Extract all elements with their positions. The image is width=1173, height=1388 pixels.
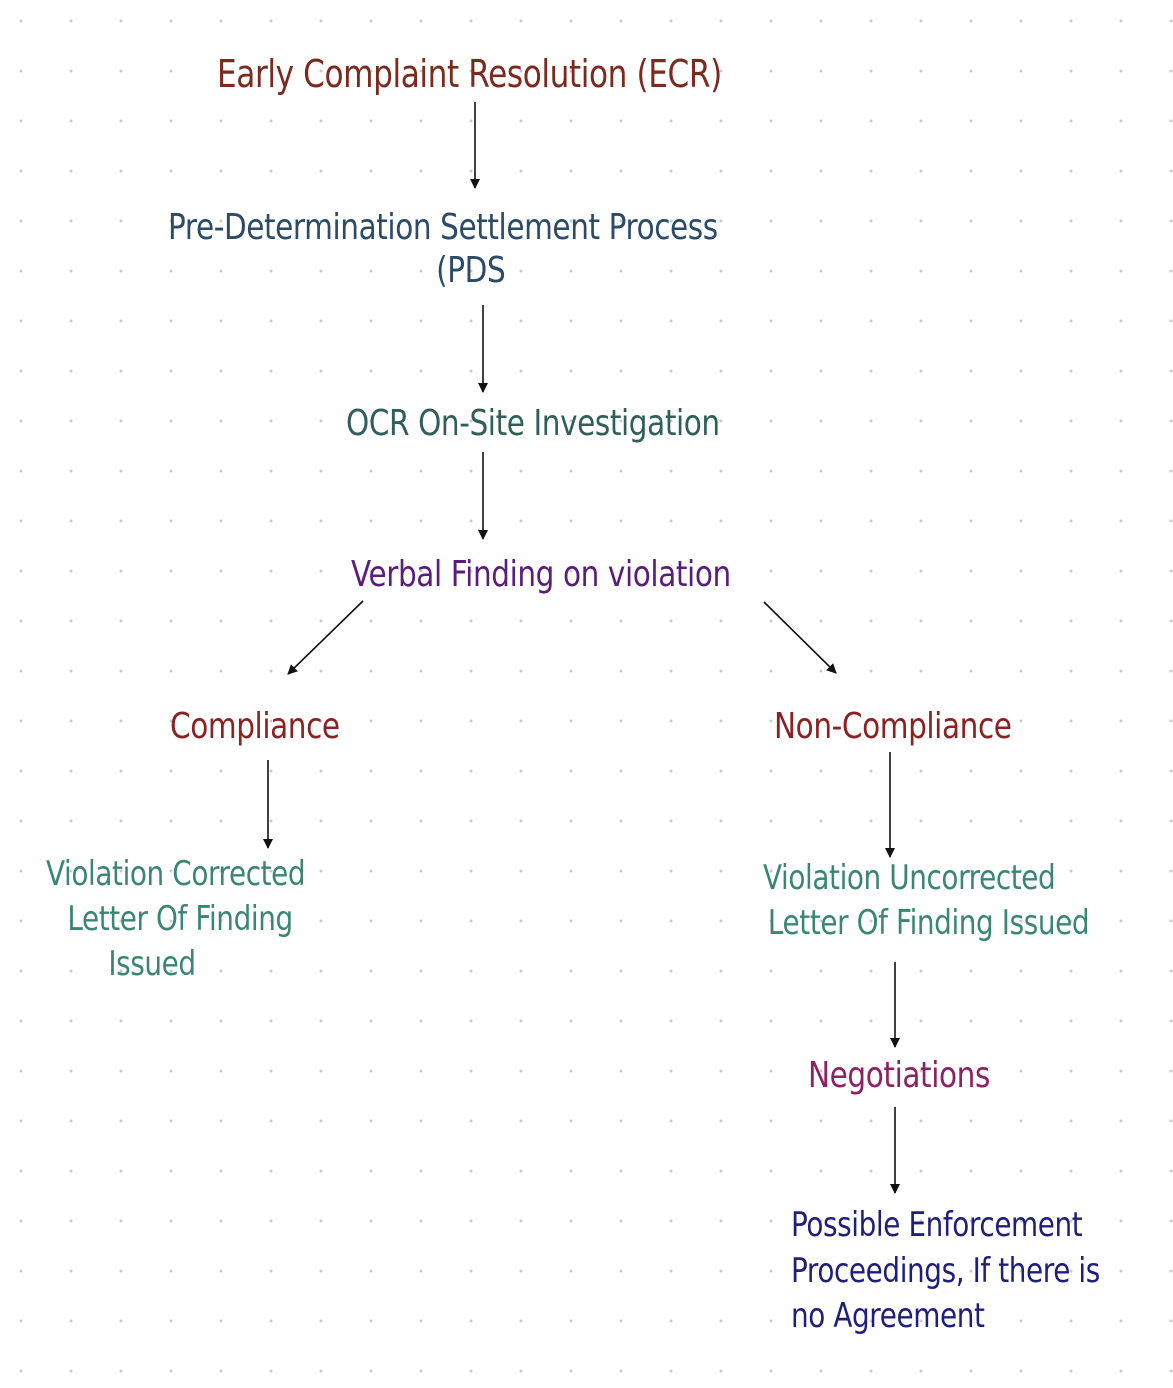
node-pds-line-2: (PDS: [436, 250, 506, 292]
node-pre-determination-settlement: Pre-Determination Settlement Process (PD…: [168, 206, 718, 292]
node-negotiations: Negotiations: [808, 1054, 990, 1097]
node-corrected-line-2: Letter Of Finding: [67, 898, 293, 939]
node-negotiations-text: Negotiations: [808, 1055, 990, 1096]
node-enforcement-line-2: Proceedings, If there is: [791, 1250, 1100, 1291]
node-uncorrected-line-2: Letter Of Finding Issued: [767, 902, 1090, 943]
node-corrected-line-1: Violation Corrected: [46, 854, 306, 894]
node-verbal-text: Verbal Finding on violation: [351, 554, 731, 595]
node-noncompliance-text: Non-Compliance: [774, 706, 1012, 747]
node-enforcement-line-3: no Agreement: [791, 1296, 985, 1337]
node-possible-enforcement: Possible Enforcement Proceedings, If the…: [791, 1203, 1100, 1340]
node-compliance-text: Compliance: [170, 706, 340, 747]
node-ecr-text: Early Complaint Resolution (ECR): [217, 52, 722, 96]
node-ocr-text: OCR On-Site Investigation: [346, 403, 720, 444]
node-violation-corrected: Violation Corrected Letter Of Finding Is…: [46, 852, 306, 987]
node-compliance: Compliance: [170, 705, 340, 748]
node-verbal-finding: Verbal Finding on violation: [351, 553, 731, 596]
arrow-verbal-to-noncompliance: [763, 601, 837, 674]
node-violation-uncorrected: Violation Uncorrected Letter Of Finding …: [763, 856, 1090, 946]
node-non-compliance: Non-Compliance: [774, 705, 1012, 748]
node-corrected-line-3: Issued: [108, 943, 196, 984]
node-enforcement-line-1: Possible Enforcement: [791, 1205, 1083, 1245]
arrow-verbal-to-compliance: [287, 600, 364, 675]
node-ocr-onsite-investigation: OCR On-Site Investigation: [346, 402, 720, 445]
node-early-complaint-resolution: Early Complaint Resolution (ECR): [217, 52, 722, 98]
node-pds-line-1: Pre-Determination Settlement Process: [168, 207, 718, 248]
node-uncorrected-line-1: Violation Uncorrected: [763, 858, 1056, 898]
